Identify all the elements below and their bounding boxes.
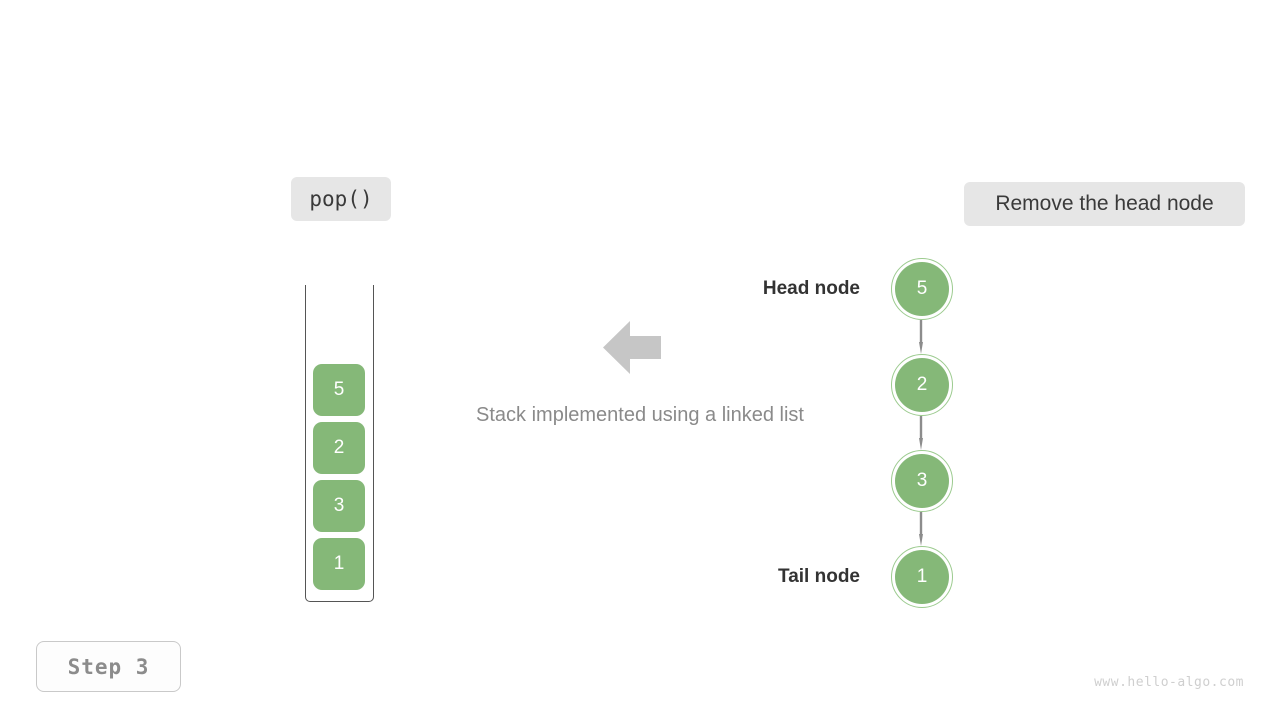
node-ring [891,258,953,320]
linked-list-node: 3 [891,450,953,512]
stack-cell: 2 [313,422,365,474]
node-value: 2 [895,358,949,412]
linked-list-node: 5 [891,258,953,320]
step-badge: Step 3 [36,641,181,692]
operation-badge: pop() [291,177,391,221]
node-value: 1 [895,550,949,604]
linked-list-node: 2 [891,354,953,416]
node-value: 3 [895,454,949,508]
diagram-caption: Stack implemented using a linked list [476,404,804,426]
stack-cell-list: 5 2 3 1 [313,364,365,596]
link-arrow-icon [919,512,923,546]
node-ring [891,450,953,512]
node-ring [891,354,953,416]
stack-cell: 1 [313,538,365,590]
head-node-label: Head node [762,278,860,299]
stack-container [305,285,374,602]
link-arrow-icon [919,320,923,354]
link-arrow-icon [919,416,923,450]
linked-list-node: 1 [891,546,953,608]
watermark: www.hello-algo.com [1094,675,1244,690]
stack-cell: 3 [313,480,365,532]
stack-cell: 5 [313,364,365,416]
left-arrow-icon [603,321,661,374]
node-value: 5 [895,262,949,316]
linked-list: 5 2 3 1 [860,250,980,620]
action-description-badge: Remove the head node [964,182,1245,226]
node-ring [891,546,953,608]
tail-node-label: Tail node [778,566,860,587]
